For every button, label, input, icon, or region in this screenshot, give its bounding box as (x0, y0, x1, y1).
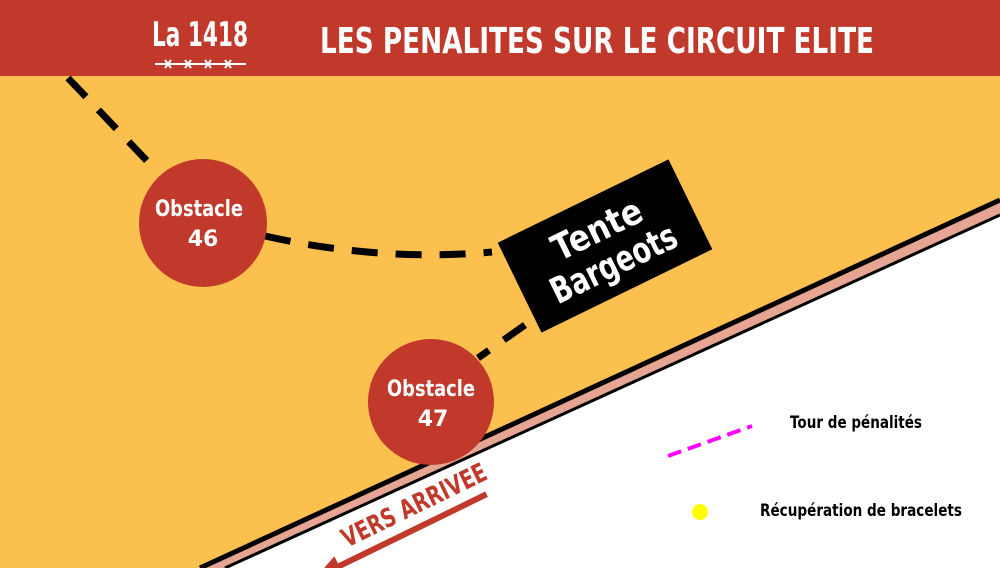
route-segment-tent-to-47 (475, 322, 528, 361)
route-path (65, 75, 528, 361)
road-edge-bottom (224, 213, 1000, 568)
legend-bracelet-label: Récupération de bracelets (760, 501, 962, 521)
legend-penalty-tour-label: Tour de pénalités (790, 413, 922, 433)
route-segment-46-to-tent (264, 232, 493, 259)
obstacle-47: Obstacle 47 (368, 339, 494, 465)
tent-shape (497, 159, 713, 333)
obstacle-46: Obstacle 46 (139, 159, 267, 287)
obstacle-47-marker (368, 339, 494, 465)
page-title: LES PENALITES SUR LE CIRCUIT ELITE (320, 21, 874, 62)
obstacle-46-marker (139, 159, 267, 287)
obstacle-46-number: 46 (188, 227, 219, 252)
obstacle-47-number: 47 (418, 407, 449, 432)
route-segment-top (65, 75, 151, 165)
legend: Tour de pénalités Récupération de bracel… (667, 413, 962, 521)
dot-icon (692, 504, 708, 520)
obstacle-47-label: Obstacle (387, 377, 475, 402)
logo-text: La 1418 (152, 15, 248, 55)
road-edge-top (198, 197, 1000, 568)
arrow-left-icon (315, 491, 488, 568)
obstacle-46-label: Obstacle (155, 197, 243, 222)
barbed-wire-icon (155, 59, 246, 69)
dashed-line-icon (667, 424, 753, 458)
